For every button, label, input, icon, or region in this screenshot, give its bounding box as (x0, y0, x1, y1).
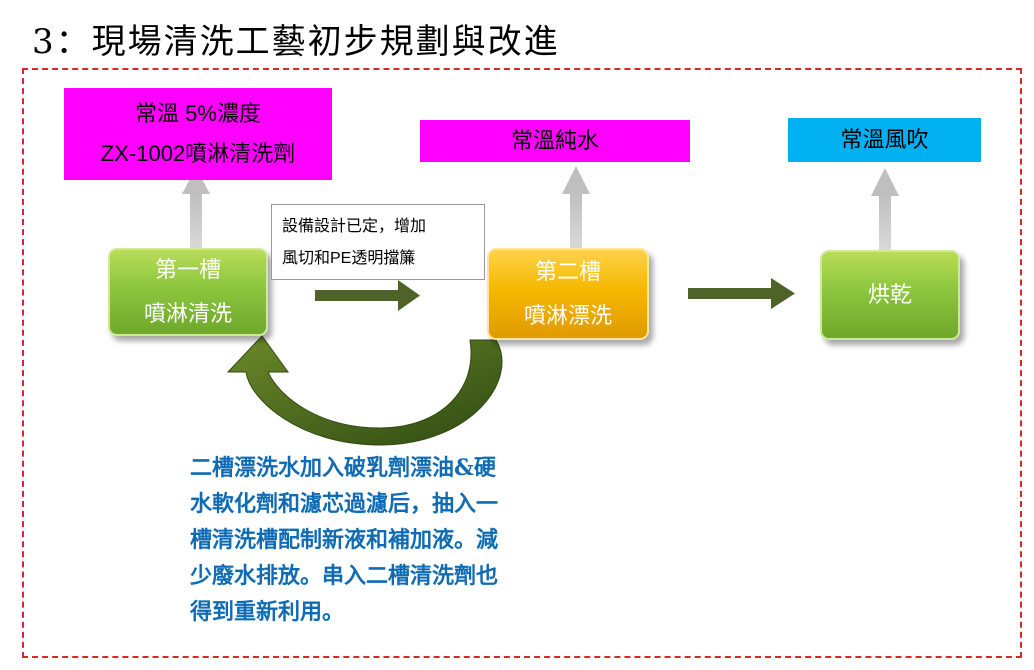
description-line: 二槽漂洗水加入破乳劑漂油&硬 (190, 455, 496, 481)
tank2-box: 第二槽 噴淋漂洗 (487, 248, 649, 340)
description-line: 水軟化劑和濾芯過濾后，抽入一 (190, 491, 499, 517)
dry-box: 烘乾 (820, 250, 960, 340)
design-note-line2: 風切和PE透明擋簾 (282, 250, 416, 267)
description-line: 槽清洗槽配制新液和補加液。減 (190, 527, 499, 553)
air-blow-box: 常溫風吹 (788, 118, 981, 162)
dry-label: 烘乾 (867, 282, 912, 307)
description-line: 得到重新利用。 (190, 599, 345, 625)
design-note-line1: 設備設計已定，增加 (282, 218, 427, 235)
tank2-line1: 第二槽 (534, 259, 601, 284)
pure-water-box: 常溫純水 (420, 120, 690, 162)
tank1-box: 第一槽 噴淋清洗 (108, 248, 268, 336)
chemical-box-line2: ZX-1002噴淋清洗劑 (100, 141, 296, 166)
tank2-line2: 噴淋漂洗 (523, 303, 612, 328)
pure-water-label: 常溫純水 (510, 128, 599, 153)
dashed-frame (22, 68, 1022, 658)
description-line: 少廢水排放。串入二槽清洗劑也 (190, 563, 499, 589)
tank1-line1: 第一槽 (154, 257, 221, 282)
right-arrow-1 (315, 280, 420, 311)
page-title: 3：現場清洗工藝初步規劃與改進 (32, 22, 560, 62)
tank1-line2: 噴淋清洗 (143, 301, 232, 326)
air-blow-label: 常溫風吹 (840, 127, 929, 152)
up-arrow-tank2 (562, 166, 590, 248)
return-curve-arrow (226, 335, 503, 446)
design-note-box: 設備設計已定，增加 風切和PE透明擋簾 (271, 204, 485, 280)
right-arrow-2 (688, 278, 795, 309)
process-description: 二槽漂洗水加入破乳劑漂油&硬 水軟化劑和濾芯過濾后，抽入一 槽清洗槽配制新液和補… (190, 450, 620, 630)
up-arrow-dry (871, 168, 899, 250)
chemical-box-line1: 常溫 5%濃度 (135, 101, 261, 126)
up-arrow-tank1 (182, 168, 210, 250)
chemical-box: 常溫 5%濃度 ZX-1002噴淋清洗劑 (64, 88, 332, 180)
